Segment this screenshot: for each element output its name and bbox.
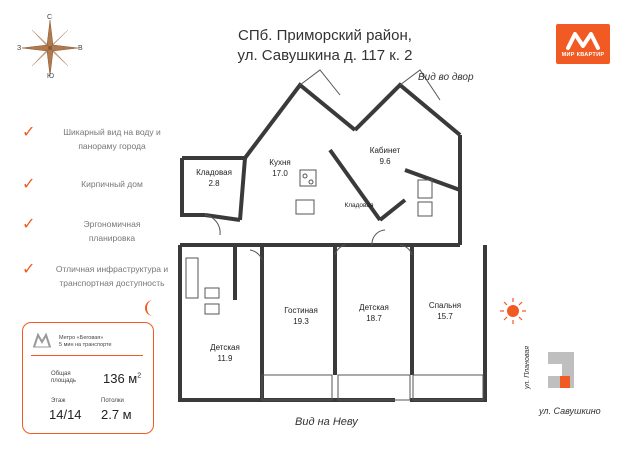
compass-south: Ю (47, 73, 55, 80)
view-yard-label: Вид во двор (418, 72, 474, 83)
title-line-2: ул. Савушкина д. 117 к. 2 (237, 47, 413, 64)
room-bedroom: Спальня 15.7 (428, 301, 462, 321)
logo-text: МИР КВАРТИР (561, 52, 605, 58)
check-icon: ✓ (22, 176, 36, 193)
area-value: 136 м2 (103, 371, 142, 386)
floor-label: Этаж (51, 398, 66, 404)
divider (31, 355, 143, 356)
info-box: Метро «Беговая» 5 мин на транспорте Обща… (22, 322, 154, 434)
room-storage-1: Кладовая 2.8 (196, 168, 232, 188)
room-storage-2: Кладовая (344, 202, 374, 209)
compass-rose-icon (21, 19, 79, 77)
check-icon: ✓ (22, 216, 36, 233)
compass (14, 12, 86, 84)
logo-mark-icon (566, 32, 600, 50)
building-marker (560, 376, 570, 388)
brand-logo: МИР КВАРТИР (556, 24, 610, 64)
page-title: СПб. Приморский район, ул. Савушкина д. … (190, 26, 460, 66)
room-kids-2: Детская 18.7 (359, 303, 389, 323)
check-icon: ✓ (22, 124, 36, 141)
metro-icon (33, 332, 51, 348)
compass-east: В (78, 45, 83, 52)
title-line-1: СПб. Приморский район, (238, 27, 412, 44)
area-label: Общая площадь (51, 371, 77, 384)
street-vertical-label: ул. Плановая (524, 345, 532, 390)
compass-west: З (17, 45, 22, 52)
building-cutout (548, 364, 562, 376)
street-bottom-label: ул. Савушкино (539, 406, 601, 416)
ceiling-label: Потолки (101, 398, 124, 404)
check-icon: ✓ (22, 261, 36, 278)
room-study: Кабинет 9.6 (369, 146, 401, 166)
ceiling-value: 2.7 м (101, 407, 132, 422)
view-neva-label: Вид на Неву (295, 416, 358, 428)
floor-value: 14/14 (49, 407, 82, 422)
sun-icon (500, 298, 526, 324)
moon-icon (145, 300, 153, 316)
metro-info: Метро «Беговая» 5 мин на транспорте (59, 335, 112, 348)
room-living: Гостиная 19.3 (284, 306, 318, 326)
room-kids-1: Детская 11.9 (210, 343, 240, 363)
room-kitchen: Кухня 17.0 (269, 158, 291, 178)
compass-north: С (47, 14, 53, 21)
location-map: ул. Плановая (524, 340, 588, 406)
